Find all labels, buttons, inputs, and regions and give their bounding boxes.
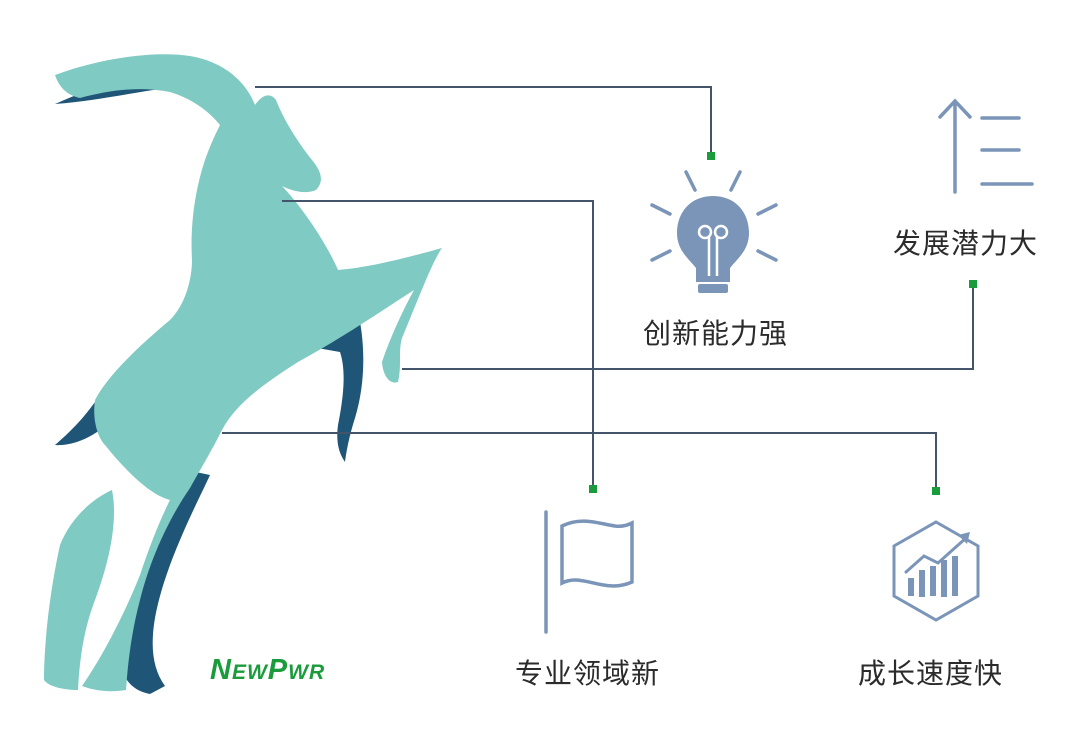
feature-label-domain: 专业领域新 xyxy=(515,657,661,690)
lightbulb-icon xyxy=(650,170,778,293)
connector-domain xyxy=(282,200,594,487)
feature-label-growth: 成长速度快 xyxy=(858,657,1004,690)
arrow-up-list-icon xyxy=(938,98,1034,194)
node-growth xyxy=(932,487,940,495)
feature-label-potential: 发展潜力大 xyxy=(893,227,1039,260)
connector-lines xyxy=(222,86,974,489)
node-innovation xyxy=(707,152,715,160)
connector-growth xyxy=(222,432,937,489)
brand-logo: NEWPWR xyxy=(210,654,326,686)
connector-innovation xyxy=(255,86,712,155)
node-potential xyxy=(969,280,977,288)
goat-front-leg-back xyxy=(300,322,364,462)
goat-hind-leg-back xyxy=(121,470,210,694)
connector-potential xyxy=(402,285,974,370)
goat-hind-leg-front xyxy=(44,490,115,690)
node-domain xyxy=(589,485,597,493)
node-markers xyxy=(589,152,977,495)
goat-body xyxy=(55,54,442,692)
goat-tail xyxy=(55,402,100,446)
feature-label-innovation: 创新能力强 xyxy=(643,317,789,350)
goat-illustration xyxy=(44,54,442,694)
flag-icon xyxy=(544,510,634,634)
growth-chart-hexagon-icon xyxy=(892,520,980,622)
